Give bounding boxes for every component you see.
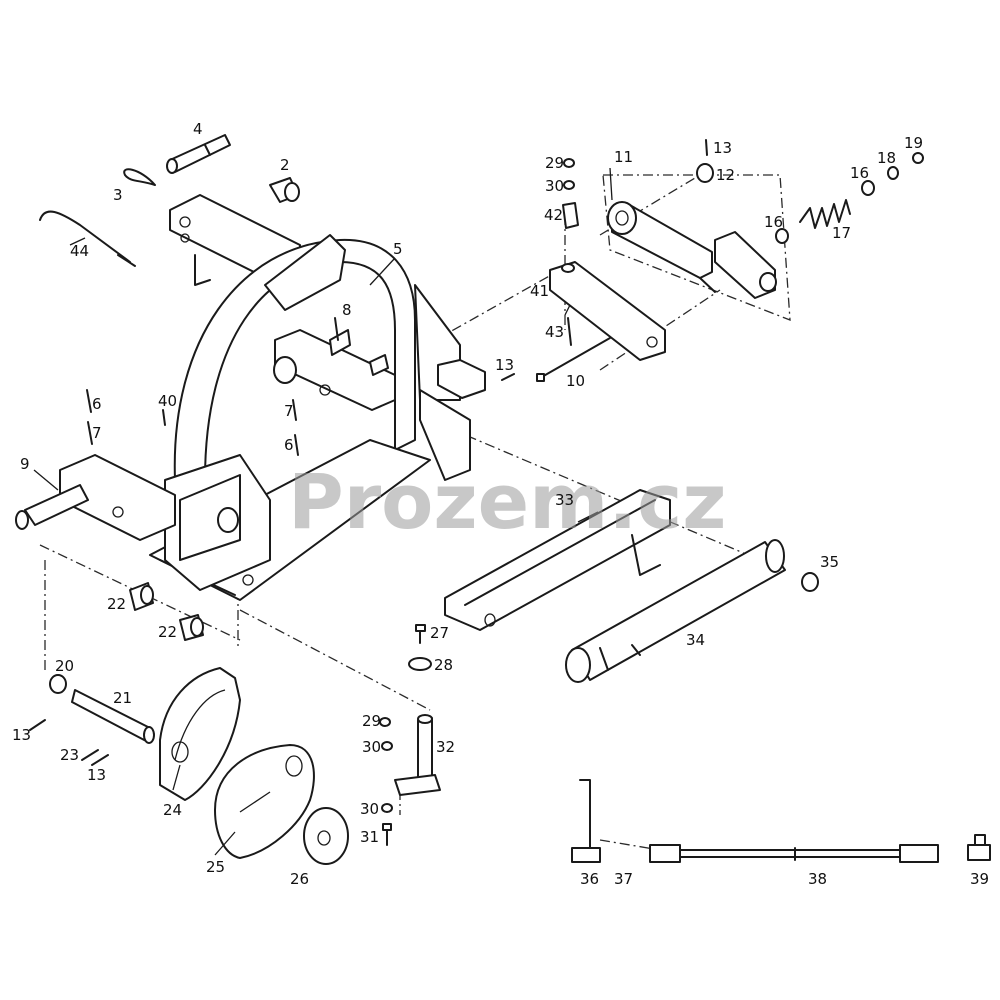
label-18: 18 xyxy=(877,149,896,167)
label-19: 19 xyxy=(904,134,923,152)
part-20-21-pins xyxy=(29,674,155,766)
label-27: 27 xyxy=(430,624,449,642)
part-labels: 4 2 3 44 5 8 6 7 40 7 6 9 22 22 20 21 13… xyxy=(12,120,989,888)
label-24: 24 xyxy=(163,801,182,819)
label-31: 31 xyxy=(360,828,379,846)
part-4-pin xyxy=(166,134,231,174)
part-27-32-pin-assembly xyxy=(379,624,441,846)
leader-lines xyxy=(33,167,613,856)
watermark: Prozem.cz xyxy=(288,457,727,546)
part-29-30-nut-washer xyxy=(563,158,575,190)
label-13a: 13 xyxy=(12,726,31,744)
part-44-cable xyxy=(39,210,136,267)
assembly-lines xyxy=(39,174,791,851)
label-41: 41 xyxy=(530,282,549,300)
label-35: 35 xyxy=(820,553,839,571)
label-9: 9 xyxy=(20,455,30,473)
part-11-lever xyxy=(607,139,777,299)
label-6b: 6 xyxy=(284,436,294,454)
label-6a: 6 xyxy=(92,395,102,413)
part-26-washer xyxy=(303,807,349,865)
part-36-39-hose xyxy=(571,779,991,863)
label-42: 42 xyxy=(544,206,563,224)
label-13c: 13 xyxy=(495,356,514,374)
label-30a: 30 xyxy=(362,738,381,756)
label-12: 12 xyxy=(716,166,735,184)
label-30c: 30 xyxy=(545,177,564,195)
label-25: 25 xyxy=(206,858,225,876)
label-39: 39 xyxy=(970,870,989,888)
label-26: 26 xyxy=(290,870,309,888)
label-37: 37 xyxy=(614,870,633,888)
label-17: 17 xyxy=(832,224,851,242)
label-40: 40 xyxy=(158,392,177,410)
label-10: 10 xyxy=(566,372,585,390)
label-36: 36 xyxy=(580,870,599,888)
label-2: 2 xyxy=(280,156,290,174)
label-7a: 7 xyxy=(92,424,102,442)
part-17-spring xyxy=(775,152,924,244)
label-22a: 22 xyxy=(107,595,126,613)
label-16b: 16 xyxy=(850,164,869,182)
part-34-tube xyxy=(565,539,786,683)
label-11: 11 xyxy=(614,148,633,166)
part-33-channel xyxy=(444,489,671,631)
part-5-main-frame xyxy=(15,194,486,601)
part-35-ring xyxy=(801,572,819,592)
label-8: 8 xyxy=(342,301,352,319)
label-22b: 22 xyxy=(158,623,177,641)
label-13d: 13 xyxy=(713,139,732,157)
label-30b: 30 xyxy=(360,800,379,818)
label-23: 23 xyxy=(60,746,79,764)
part-22-bushings xyxy=(129,582,204,641)
label-29b: 29 xyxy=(545,154,564,172)
part-3-clip xyxy=(123,168,156,186)
part-41-arm xyxy=(501,202,666,382)
label-43: 43 xyxy=(545,323,564,341)
label-13b: 13 xyxy=(87,766,106,784)
part-8-bolt xyxy=(334,317,339,341)
label-29a: 29 xyxy=(362,712,381,730)
part-6-7-pins xyxy=(86,389,299,456)
label-34: 34 xyxy=(686,631,705,649)
label-38: 38 xyxy=(808,870,827,888)
part-25-disc-plate xyxy=(214,744,315,859)
label-44: 44 xyxy=(70,242,89,260)
label-3: 3 xyxy=(113,186,123,204)
label-7b: 7 xyxy=(284,402,294,420)
label-16a: 16 xyxy=(764,213,783,231)
label-32: 32 xyxy=(436,738,455,756)
label-21: 21 xyxy=(113,689,132,707)
part-2-bush xyxy=(269,177,300,203)
label-33: 33 xyxy=(555,491,574,509)
label-4: 4 xyxy=(193,120,203,138)
label-20: 20 xyxy=(55,657,74,675)
label-28: 28 xyxy=(434,656,453,674)
label-5: 5 xyxy=(393,240,403,258)
